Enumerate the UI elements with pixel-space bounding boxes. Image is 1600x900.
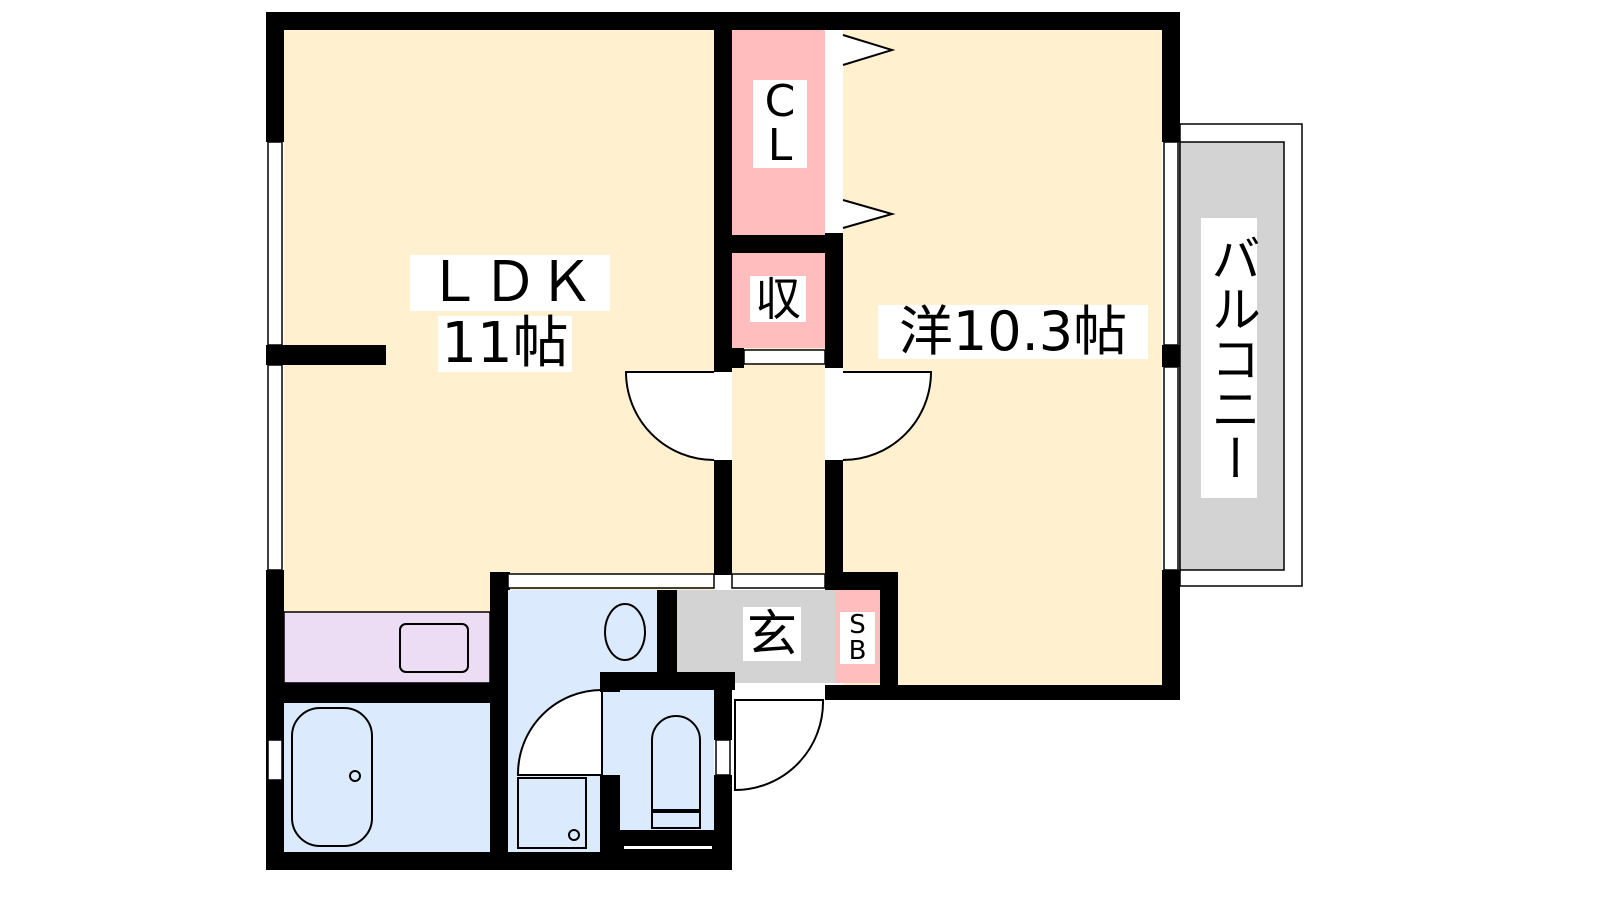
window-line — [624, 846, 712, 849]
ldk-size-label: 11帖 — [438, 316, 572, 372]
sink-icon — [399, 623, 469, 673]
bathtub-icon — [291, 707, 373, 847]
shoebox-b: B — [848, 636, 867, 666]
toilet-icon — [651, 715, 701, 829]
storage-label: 収 — [750, 276, 806, 322]
closet-c: C — [764, 76, 796, 127]
ldk-name: ＬＤＫ — [426, 250, 594, 315]
hall-floor — [732, 348, 825, 575]
toilet-floor — [620, 690, 714, 830]
door-western[interactable] — [842, 371, 933, 461]
bath-floor — [284, 703, 490, 852]
balcony-label: バルコニー — [1201, 218, 1261, 498]
drain-icon — [349, 770, 361, 782]
western-label: 洋10.3帖 — [878, 305, 1148, 359]
door-ldk[interactable] — [624, 371, 715, 461]
shoebox-s: S — [849, 610, 866, 640]
door-front[interactable] — [734, 699, 825, 792]
entrance-label: 玄 — [743, 607, 801, 661]
walls — [266, 12, 1180, 870]
closet-l: L — [767, 120, 793, 171]
washer-dot-icon — [568, 829, 580, 841]
washbasin-icon — [604, 603, 646, 661]
shoebox-label: S B — [840, 612, 875, 664]
closet-door[interactable] — [842, 34, 896, 229]
door-washroom[interactable] — [516, 688, 603, 776]
closet-label: C L — [753, 80, 807, 168]
washing-machine-icon — [517, 777, 587, 849]
ldk-label: ＬＤＫ — [410, 255, 610, 311]
windows[interactable] — [267, 141, 1179, 781]
